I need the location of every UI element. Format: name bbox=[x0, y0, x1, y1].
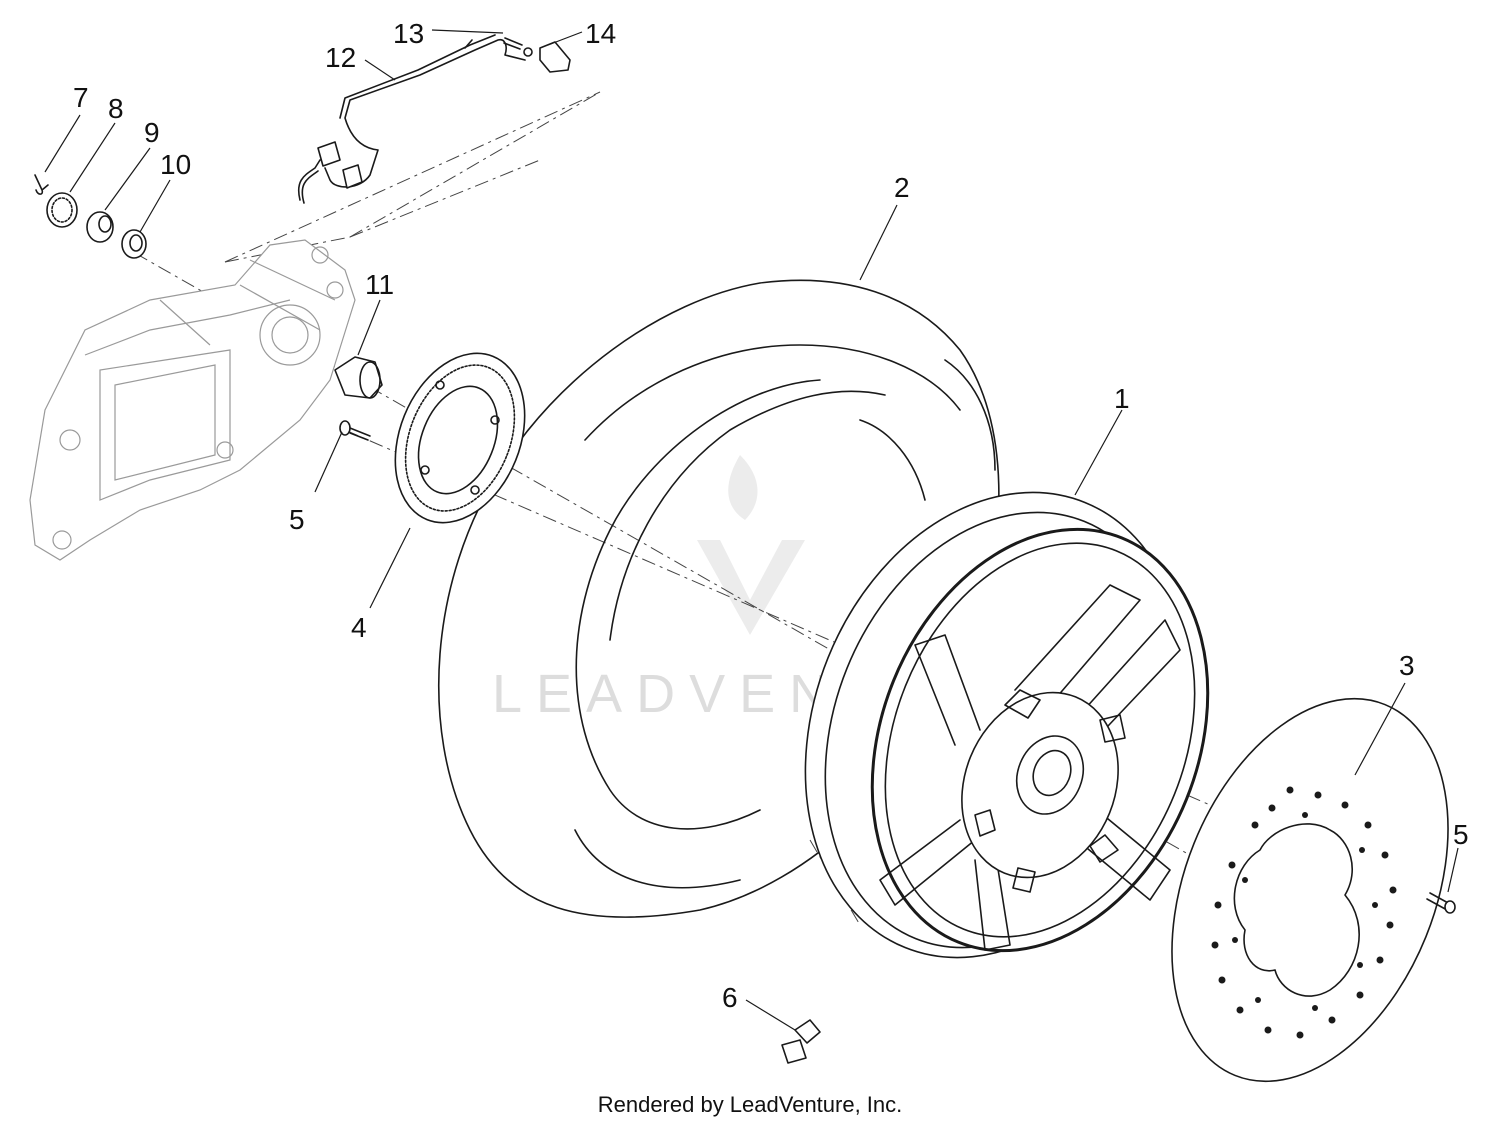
callout-8: 8 bbox=[108, 93, 124, 124]
bolt-6 bbox=[781, 1019, 821, 1064]
callout-5-left: 5 bbox=[289, 504, 305, 535]
rim bbox=[804, 491, 1210, 959]
spacer-9 bbox=[86, 211, 114, 243]
tire bbox=[438, 279, 1000, 919]
bolt-left bbox=[339, 420, 371, 441]
callout-10: 10 bbox=[160, 149, 191, 180]
callout-13: 13 bbox=[393, 18, 424, 49]
callout-3: 3 bbox=[1399, 650, 1415, 681]
callout-4: 4 bbox=[351, 612, 367, 643]
leader-lines bbox=[44, 29, 1459, 1031]
bearing-8 bbox=[46, 192, 78, 228]
seal-10 bbox=[121, 229, 147, 259]
callout-5-right: 5 bbox=[1453, 819, 1469, 850]
callout-6: 6 bbox=[722, 982, 738, 1013]
bolt-13 bbox=[503, 37, 523, 50]
callout-12: 12 bbox=[325, 42, 356, 73]
callouts: 1 2 3 4 5 5 6 7 8 9 10 11 12 13 14 bbox=[73, 18, 1469, 1013]
callout-9: 9 bbox=[144, 117, 160, 148]
callout-14: 14 bbox=[585, 18, 616, 49]
swingarm-housing bbox=[29, 239, 356, 561]
callout-2: 2 bbox=[894, 172, 910, 203]
abs-tone-ring bbox=[394, 352, 526, 524]
abs-sensor-14 bbox=[523, 41, 571, 73]
callout-11: 11 bbox=[365, 269, 394, 300]
abs-sensor-cable bbox=[297, 34, 526, 204]
footer-credit: Rendered by LeadVenture, Inc. bbox=[597, 1092, 903, 1117]
brake-disc bbox=[1171, 697, 1449, 1083]
callout-7: 7 bbox=[73, 82, 89, 113]
clip-7 bbox=[34, 174, 49, 195]
callout-1: 1 bbox=[1114, 383, 1130, 414]
bolt-right bbox=[1426, 892, 1456, 914]
spacer-bushing bbox=[334, 356, 383, 399]
